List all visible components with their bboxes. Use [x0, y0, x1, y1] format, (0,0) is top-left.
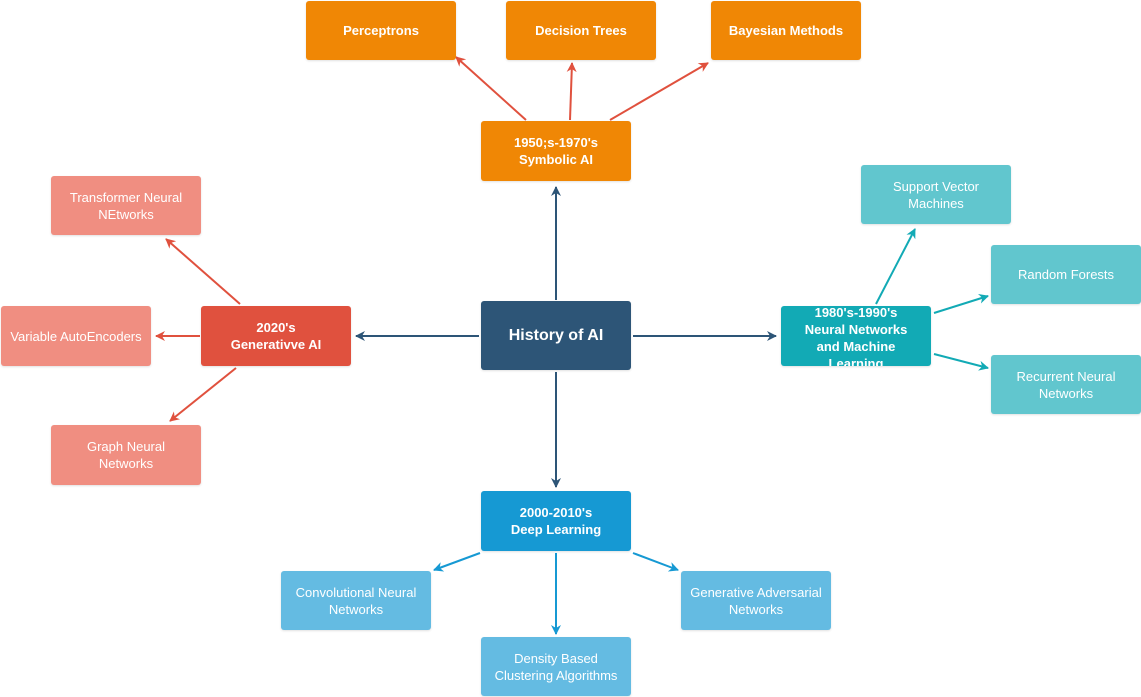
node-graph-neural-networks-label: Graph Neural Networks [86, 439, 166, 471]
node-symbolic-ai[interactable]: 1950;s-1970's Symbolic AI [481, 121, 631, 181]
edge-symbolic-bayesian [609, 62, 709, 121]
edge-symbolic-perceptrons [455, 56, 527, 121]
edge-gen-transformer [165, 238, 241, 305]
node-history-of-ai-label: History of AI [508, 327, 604, 344]
node-recurrent-neural-networks-label: Recurrent Neural Networks [1016, 368, 1116, 401]
node-random-forests-label: Random Forests [1017, 267, 1115, 282]
node-neural-networks-label: 1980's-1990's Neural Networks and Machin… [804, 306, 908, 366]
node-transformer-neural-networks-label: Transformer Neural NEtworks [69, 189, 183, 222]
node-density-based-clustering-label: Density Based Clustering Algorithms [494, 650, 618, 683]
node-symbolic-ai-label: 1950;s-1970's Symbolic AI [513, 135, 599, 167]
node-recurrent-neural-networks[interactable]: Recurrent Neural Networks [991, 355, 1141, 414]
node-perceptrons-label: Perceptrons [343, 23, 419, 38]
node-bayesian-methods[interactable]: Bayesian Methods [711, 1, 861, 60]
node-convolutional-neural-networks-label: Convolutional Neural Networks [295, 584, 417, 617]
node-graph-neural-networks[interactable]: Graph Neural Networks [51, 425, 201, 485]
node-density-based-clustering[interactable]: Density Based Clustering Algorithms [481, 637, 631, 696]
node-random-forests[interactable]: Random Forests [991, 245, 1141, 304]
node-generative-ai[interactable]: 2020's Generativve AI [201, 306, 351, 366]
node-deep-learning-label: 2000-2010's Deep Learning [510, 505, 602, 537]
node-variable-autoencoders-label: Variable AutoEncoders [10, 328, 142, 344]
node-transformer-neural-networks[interactable]: Transformer Neural NEtworks [51, 176, 201, 235]
node-support-vector-machines-label: Support Vector Machines [893, 178, 979, 211]
node-variable-autoencoders[interactable]: Variable AutoEncoders [1, 306, 151, 366]
node-deep-learning[interactable]: 2000-2010's Deep Learning [481, 491, 631, 551]
node-generative-ai-label: 2020's Generativve AI [230, 320, 322, 352]
edge-deep-cnn [433, 552, 481, 572]
node-generative-adversarial-networks[interactable]: Generative Adversarial Networks [681, 571, 831, 630]
edge-deep-gan [632, 552, 679, 572]
edge-neural-svm [875, 228, 916, 305]
node-decision-trees[interactable]: Decision Trees [506, 1, 656, 60]
edge-symbolic-decision-trees [566, 62, 577, 121]
node-history-of-ai[interactable]: History of AI [481, 301, 631, 370]
node-decision-trees-label: Decision Trees [535, 23, 627, 38]
edge-gen-gnn [169, 367, 237, 422]
node-convolutional-neural-networks[interactable]: Convolutional Neural Networks [281, 571, 431, 630]
edge-neural-random-forests [933, 293, 989, 314]
node-bayesian-methods-label: Bayesian Methods [728, 23, 844, 38]
node-neural-networks[interactable]: 1980's-1990's Neural Networks and Machin… [781, 306, 931, 366]
edge-neural-rnn [933, 353, 989, 371]
node-generative-adversarial-networks-label: Generative Adversarial Networks [690, 584, 822, 617]
node-perceptrons[interactable]: Perceptrons [306, 1, 456, 60]
node-support-vector-machines[interactable]: Support Vector Machines [861, 165, 1011, 224]
